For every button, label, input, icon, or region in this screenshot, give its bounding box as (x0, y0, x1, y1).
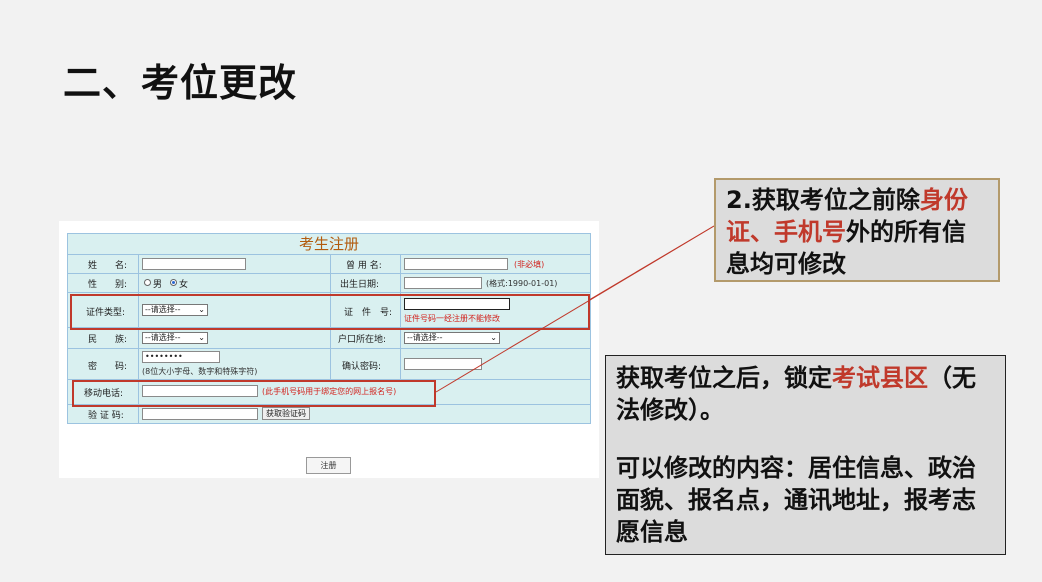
chevron-down-icon: ⌄ (198, 305, 205, 314)
register-button[interactable]: 注册 (306, 457, 351, 474)
row-mobile: 移动电话: (此手机号码用于绑定您的网上报名号) (68, 380, 590, 405)
alias-label: 曾 用 名: (346, 261, 382, 271)
name-input[interactable] (142, 258, 246, 270)
gender-male-label: 男 (153, 280, 163, 290)
registration-form-screenshot: 考生注册 姓 名: 曾 用 名: (非必填) 性 别: 男 女 出生日期: (格… (59, 221, 599, 478)
editable-info-text: 可以修改的内容：居住信息、政治面貌、报名点，通讯地址，报考志愿信息 (616, 454, 976, 546)
captcha-input[interactable] (142, 408, 258, 420)
callout-after-seat: 获取考位之后，锁定考试县区（无法修改）。 可以修改的内容：居住信息、政治面貌、报… (605, 355, 1006, 555)
id-type-label: 证件类型: (86, 308, 126, 318)
get-captcha-button[interactable]: 获取验证码 (262, 407, 310, 420)
ethnic-select[interactable]: --请选择--⌄ (142, 332, 208, 344)
gender-female-label: 女 (179, 280, 189, 290)
gender-label: 性 别: (88, 280, 128, 290)
name-label: 姓 名: (88, 261, 128, 271)
row-captcha: 验 证 码: 获取验证码 (68, 405, 590, 423)
chevron-down-icon: ⌄ (198, 333, 205, 342)
ethnic-label: 民 族: (88, 335, 128, 345)
confirm-password-label: 确认密码: (342, 362, 382, 372)
mobile-row-highlight (72, 380, 436, 407)
password-hint: (8位大小字母、数字和特殊字符) (142, 367, 258, 376)
row-gender: 性 别: 男 女 出生日期: (格式:1990-01-01) (68, 274, 590, 293)
chevron-down-icon: ⌄ (490, 333, 497, 342)
locked-info-text: 获取考位之后，锁定考试县区（无法修改）。 (616, 364, 976, 424)
id-row-highlight (70, 294, 590, 330)
row-password: 密 码: •••••••• (8位大小字母、数字和特殊字符) 确认密码: (68, 349, 590, 380)
row-name: 姓 名: 曾 用 名: (非必填) (68, 255, 590, 274)
callout-before-seat: 2.获取考位之前除身份证、手机号外的所有信息均可修改 (714, 178, 1000, 282)
hukou-select[interactable]: --请选择--⌄ (404, 332, 500, 344)
confirm-password-input[interactable] (404, 358, 482, 370)
id-type-select[interactable]: --请选择--⌄ (142, 304, 208, 316)
captcha-label: 验 证 码: (88, 411, 124, 421)
birth-format-hint: (格式:1990-01-01) (486, 279, 558, 288)
birth-label: 出生日期: (340, 280, 380, 290)
mobile-input[interactable] (142, 385, 258, 397)
hukou-label: 户口所在地: (338, 335, 387, 345)
id-number-label: 证 件 号: (344, 308, 393, 318)
password-label: 密 码: (88, 362, 128, 372)
mobile-note: (此手机号码用于绑定您的网上报名号) (262, 387, 397, 396)
password-input[interactable]: •••••••• (142, 351, 220, 363)
gender-male-radio[interactable] (144, 279, 151, 286)
alias-input[interactable] (404, 258, 508, 270)
alias-optional-note: (非必填) (514, 260, 545, 269)
gender-female-radio[interactable] (170, 279, 177, 286)
row-ethnic: 民 族: --请选择--⌄ 户口所在地: --请选择--⌄ (68, 328, 590, 349)
mobile-label: 移动电话: (84, 389, 124, 399)
birth-input[interactable] (404, 277, 482, 289)
form-header: 考生注册 (68, 234, 590, 255)
slide-title: 二、考位更改 (63, 61, 298, 105)
